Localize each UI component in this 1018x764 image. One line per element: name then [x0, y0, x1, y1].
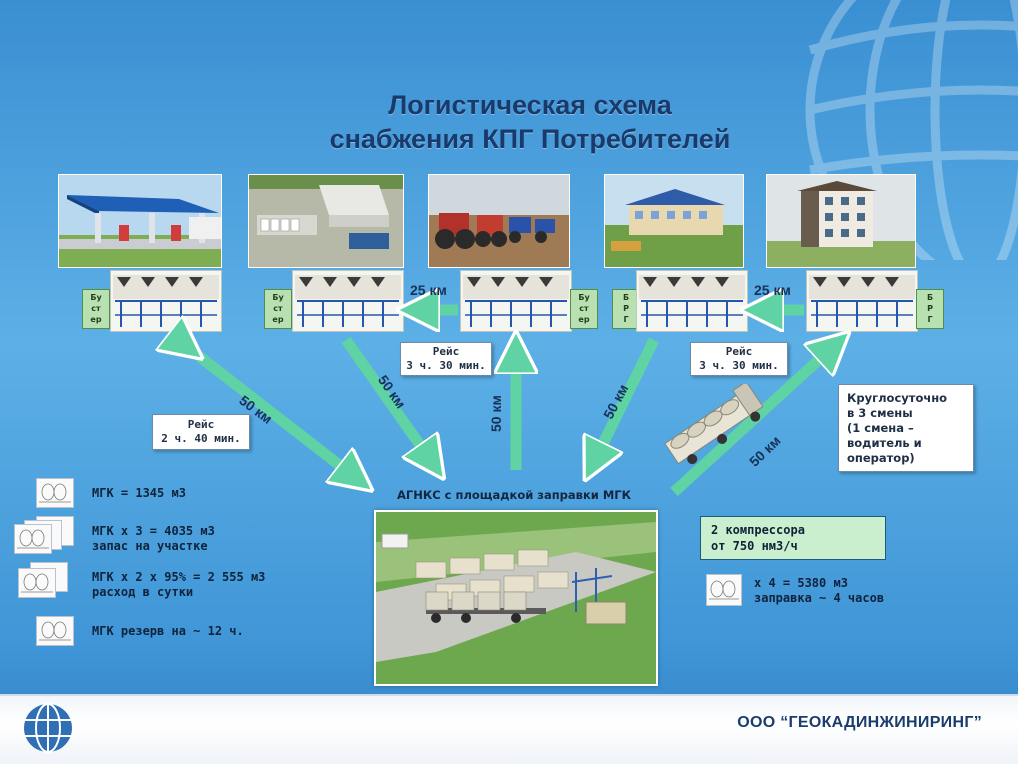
- station-tag-5: Б Р Г: [916, 289, 944, 329]
- mgk-stat: МГК = 1345 м3: [92, 486, 186, 501]
- trip-label: Рейс: [725, 345, 753, 358]
- module-thumbnail: [18, 568, 56, 598]
- distance-label-diag-4: 50 км: [600, 381, 632, 422]
- slide-title: Логистическая схема снабжения КПГ Потреб…: [250, 88, 810, 156]
- trip-duration: 3 ч. 30 мин.: [406, 359, 486, 372]
- trip-duration: 2 ч. 40 мин.: [161, 432, 241, 445]
- refuel-time: заправка ~ 4 часов: [754, 591, 885, 605]
- station-tag-3: Бу ст ер: [570, 289, 598, 329]
- mgk-x2-stat: МГК х 2 х 95% = 2 555 м3 расход в сутки: [92, 570, 265, 600]
- module-thumbnail-icon: [709, 580, 739, 600]
- photo-country-house: [604, 174, 744, 268]
- station-module-5: [806, 270, 918, 332]
- tag-line: Г: [623, 315, 629, 324]
- photo-tractors: [428, 174, 570, 268]
- photo-gas-station: [58, 174, 222, 268]
- shift-line: Круглосуточно: [847, 391, 948, 405]
- photo-industrial-site: [248, 174, 404, 268]
- module-thumbnail: [36, 478, 74, 508]
- compressor-box: 2 компрессора от 750 нм3/ч: [700, 516, 886, 560]
- station-tag-1: Бу ст ер: [82, 289, 110, 329]
- module-thumbnail: [14, 524, 52, 554]
- title-line-2: снабжения КПГ Потребителей: [329, 124, 731, 154]
- shift-line: в 3 смены: [847, 406, 913, 420]
- shift-info-box: Круглосуточно в 3 смены (1 смена – водит…: [838, 384, 974, 472]
- footer-bar: [0, 694, 1018, 764]
- storage-module-icon: [463, 275, 569, 327]
- tag-line: ер: [90, 315, 102, 324]
- refuel-total: х 4 = 5380 м3: [754, 576, 848, 590]
- photo-apartment-building: [766, 174, 916, 268]
- storage-module-icon: [639, 275, 745, 327]
- compressor-line: от 750 нм3/ч: [711, 539, 798, 553]
- mgk-reserve-stat: МГК резерв на ~ 12 ч.: [92, 624, 244, 639]
- agnks-photo: [374, 510, 658, 686]
- module-thumbnail: [706, 574, 742, 606]
- module-thumbnail-icon: [39, 483, 71, 503]
- shift-line: оператор): [847, 451, 915, 465]
- company-logo-globe-icon: [24, 703, 72, 753]
- tag-line: Б: [926, 293, 934, 302]
- module-thumbnail-icon: [17, 529, 49, 549]
- distance-label-top-right: 25 км: [754, 282, 791, 298]
- distance-label-diag-2: 50 км: [374, 372, 410, 412]
- station-module-4: [636, 270, 748, 332]
- tag-line: ст: [91, 304, 101, 313]
- tag-line: ер: [578, 315, 590, 324]
- station-tag-4: Б Р Г: [612, 289, 640, 329]
- distance-label-top-left: 25 км: [410, 282, 447, 298]
- station-module-1: [110, 270, 222, 332]
- globe-decoration-icon: [805, 0, 1018, 260]
- mgk-x2-volume: МГК х 2 х 95% = 2 555 м3: [92, 570, 266, 584]
- mgk-x3-stat: МГК х 3 = 4035 м3 запас на участке: [92, 524, 215, 554]
- mgk-x3-volume: МГК х 3 = 4035 м3: [92, 524, 215, 538]
- module-thumbnail: [36, 616, 74, 646]
- storage-module-icon: [295, 275, 401, 327]
- trip-duration: 3 ч. 30 мин.: [699, 359, 779, 372]
- tag-line: ст: [579, 304, 589, 313]
- mgk-x2-note: расход в сутки: [92, 585, 194, 599]
- tag-line: Бу: [90, 293, 102, 302]
- compressor-line: 2 компрессора: [711, 523, 805, 537]
- mgk-volume: МГК = 1345 м3: [92, 486, 186, 500]
- storage-module-icon: [113, 275, 219, 327]
- module-thumbnail-icon: [39, 621, 71, 641]
- title-line-1: Логистическая схема: [388, 90, 672, 120]
- station-module-2: [292, 270, 404, 332]
- refuel-stat: х 4 = 5380 м3 заправка ~ 4 часов: [754, 576, 884, 606]
- company-name: ООО “ГЕОКАДИНЖИНИРИНГ”: [737, 714, 982, 731]
- shift-line: водитель и: [847, 436, 922, 450]
- tag-line: Р: [623, 304, 629, 313]
- tag-line: Бу: [272, 293, 284, 302]
- trip-box-right: Рейс 3 ч. 30 мин.: [690, 342, 788, 376]
- tag-line: Б: [622, 293, 630, 302]
- tag-line: Бу: [578, 293, 590, 302]
- module-thumbnail-icon: [21, 573, 53, 593]
- shift-line: (1 смена –: [847, 421, 914, 435]
- trip-label: Рейс: [432, 345, 460, 358]
- tag-line: Р: [927, 304, 933, 313]
- truck-icon: [664, 384, 764, 464]
- trip-label: Рейс: [187, 418, 215, 431]
- tag-line: ер: [272, 315, 284, 324]
- trip-box-left: Рейс 2 ч. 40 мин.: [152, 414, 250, 450]
- tag-line: ст: [273, 304, 283, 313]
- tag-line: Г: [927, 315, 933, 324]
- mgk-x3-note: запас на участке: [92, 539, 208, 553]
- storage-module-icon: [809, 275, 915, 327]
- agnks-label: АГНКС с площадкой заправки МГК: [396, 488, 631, 502]
- distance-label-vertical: 50 км: [488, 395, 504, 432]
- station-module-3: [460, 270, 572, 332]
- mgk-reserve-text: МГК резерв на ~ 12 ч.: [92, 624, 244, 638]
- station-tag-2: Бу ст ер: [264, 289, 292, 329]
- trip-box-middle: Рейс 3 ч. 30 мин.: [400, 342, 492, 376]
